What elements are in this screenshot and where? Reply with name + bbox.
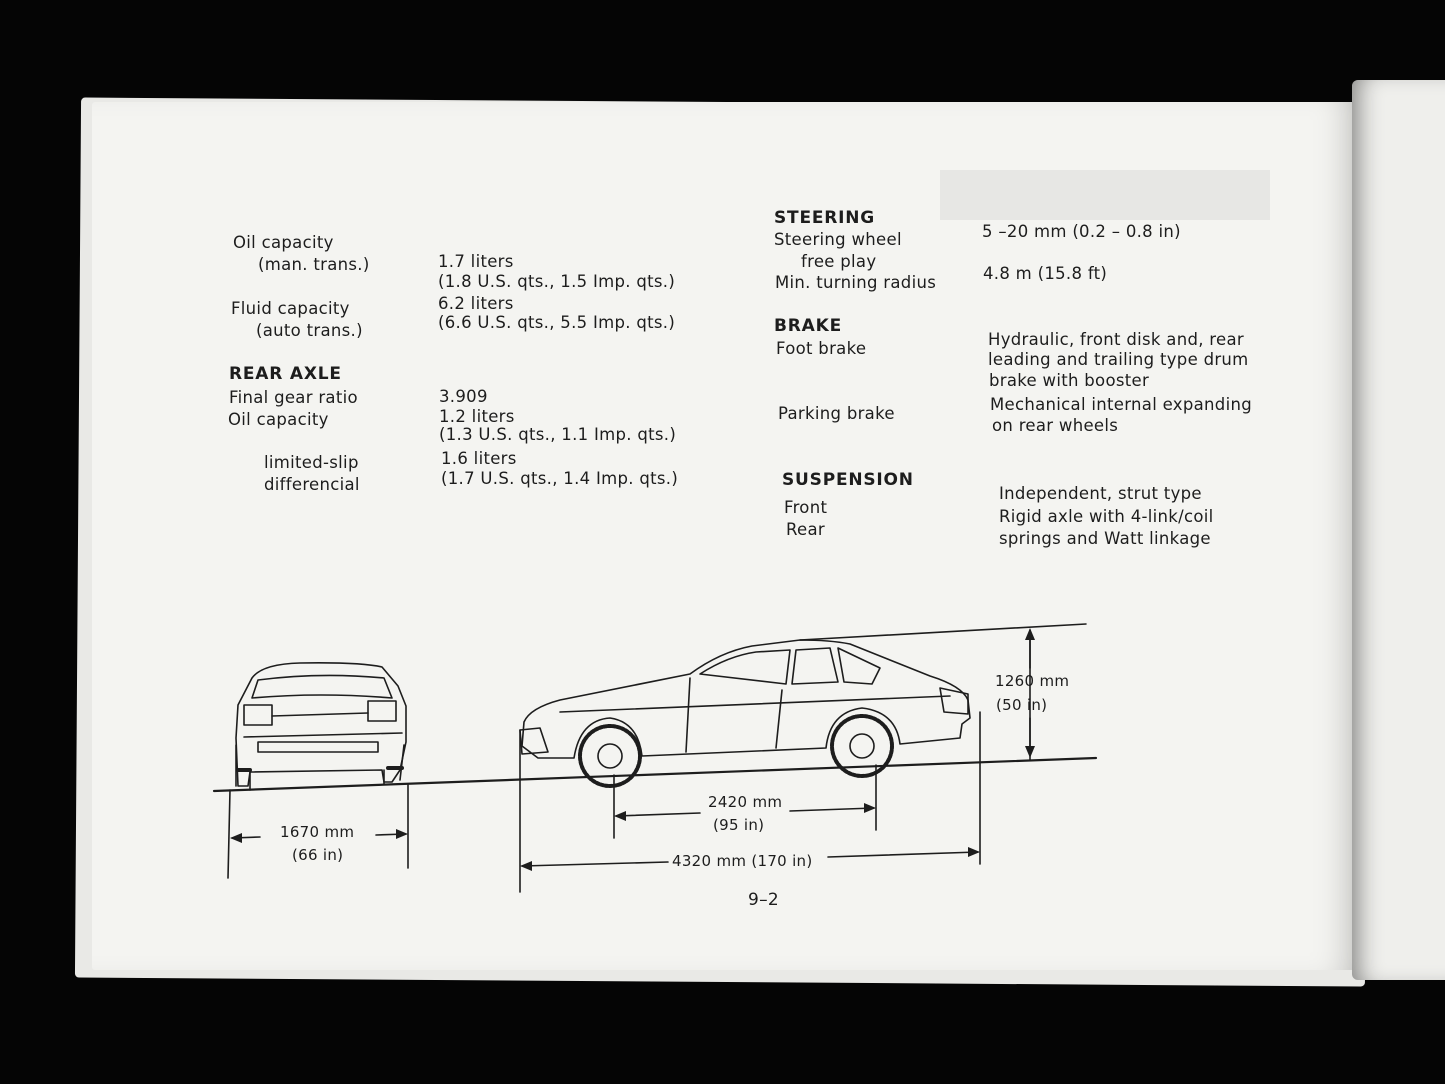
bleed-through-heading xyxy=(940,170,1270,220)
rear-oil-capacity-label: Oil capacity xyxy=(228,410,329,429)
oil-capacity-value-sub: (1.8 U.S. qts., 1.5 Imp. qts.) xyxy=(438,272,676,291)
auto-trans-label: (auto trans.) xyxy=(256,321,363,340)
foot-brake-value-3: brake with booster xyxy=(989,371,1150,390)
free-play-label: free play xyxy=(801,252,877,271)
parking-brake-value-2: on rear wheels xyxy=(992,416,1119,435)
track-in-label: (66 in) xyxy=(292,846,344,864)
front-view-car xyxy=(235,662,407,791)
next-page-edge xyxy=(1352,80,1445,980)
rear-oil-capacity-value: 1.2 liters xyxy=(439,407,515,426)
arrow-length-left xyxy=(520,861,532,871)
manual-page xyxy=(92,102,1357,970)
height-in-label: (50 in) xyxy=(996,696,1048,714)
foot-brake-value-2: leading and trailing type drum xyxy=(988,350,1249,369)
brake-heading: BRAKE xyxy=(774,316,842,336)
steering-wheel-label: Steering wheel xyxy=(774,230,902,249)
wheelbase-in-label: (95 in) xyxy=(713,816,765,834)
suspension-heading: SUSPENSION xyxy=(782,470,914,490)
differencial-label: differencial xyxy=(264,475,360,494)
length-label: 4320 mm (170 in) xyxy=(672,852,813,870)
rear-value-1: Rigid axle with 4-link/coil xyxy=(999,507,1214,526)
oil-capacity-label: Oil capacity xyxy=(233,233,334,252)
front-value: Independent, strut type xyxy=(999,484,1202,503)
parking-brake-label: Parking brake xyxy=(778,404,895,423)
free-play-value: 5 –20 mm (0.2 – 0.8 in) xyxy=(982,222,1181,241)
limited-slip-label: limited-slip xyxy=(264,453,359,472)
foot-brake-value-1: Hydraulic, front disk and, rear xyxy=(988,330,1244,349)
steering-heading: STEERING xyxy=(774,208,876,228)
fluid-capacity-value-sub: (6.6 U.S. qts., 5.5 Imp. qts.) xyxy=(438,313,676,332)
arrow-track-left xyxy=(230,833,242,843)
foot-brake-label: Foot brake xyxy=(776,339,867,358)
track-ext-left xyxy=(227,789,231,879)
arrow-length-right xyxy=(968,847,980,857)
turning-radius-value: 4.8 m (15.8 ft) xyxy=(983,264,1108,283)
parking-brake-value-1: Mechanical internal expanding xyxy=(990,395,1252,414)
side-view-car xyxy=(519,623,1087,788)
front-label: Front xyxy=(784,498,828,517)
rear-label: Rear xyxy=(786,520,825,539)
wheelbase-mm-label: 2420 mm xyxy=(708,793,783,811)
arrow-track-right xyxy=(396,829,408,839)
limited-slip-value: 1.6 liters xyxy=(441,449,517,468)
track-mm-label: 1670 mm xyxy=(280,823,355,841)
final-gear-ratio-value: 3.909 xyxy=(439,387,488,406)
rear-oil-capacity-value-sub: (1.3 U.S. qts., 1.1 Imp. qts.) xyxy=(439,425,677,444)
ground-line xyxy=(212,756,1098,793)
turning-radius-label: Min. turning radius xyxy=(775,273,937,292)
rear-axle-heading: REAR AXLE xyxy=(229,364,342,384)
arrow-height-bottom xyxy=(1025,746,1035,758)
rear-value-2: springs and Watt linkage xyxy=(999,529,1211,548)
fluid-capacity-label: Fluid capacity xyxy=(231,299,350,318)
arrow-wheelbase-left xyxy=(614,811,626,821)
arrow-height-top xyxy=(1025,628,1035,640)
man-trans-label: (man. trans.) xyxy=(258,255,370,274)
oil-capacity-value: 1.7 liters xyxy=(438,252,514,271)
height-mm-label: 1260 mm xyxy=(995,672,1070,690)
arrow-wheelbase-right xyxy=(864,803,876,813)
fluid-capacity-value: 6.2 liters xyxy=(438,294,514,313)
final-gear-ratio-label: Final gear ratio xyxy=(229,388,358,407)
page-number: 9–2 xyxy=(748,890,780,910)
limited-slip-value-sub: (1.7 U.S. qts., 1.4 Imp. qts.) xyxy=(441,469,679,488)
